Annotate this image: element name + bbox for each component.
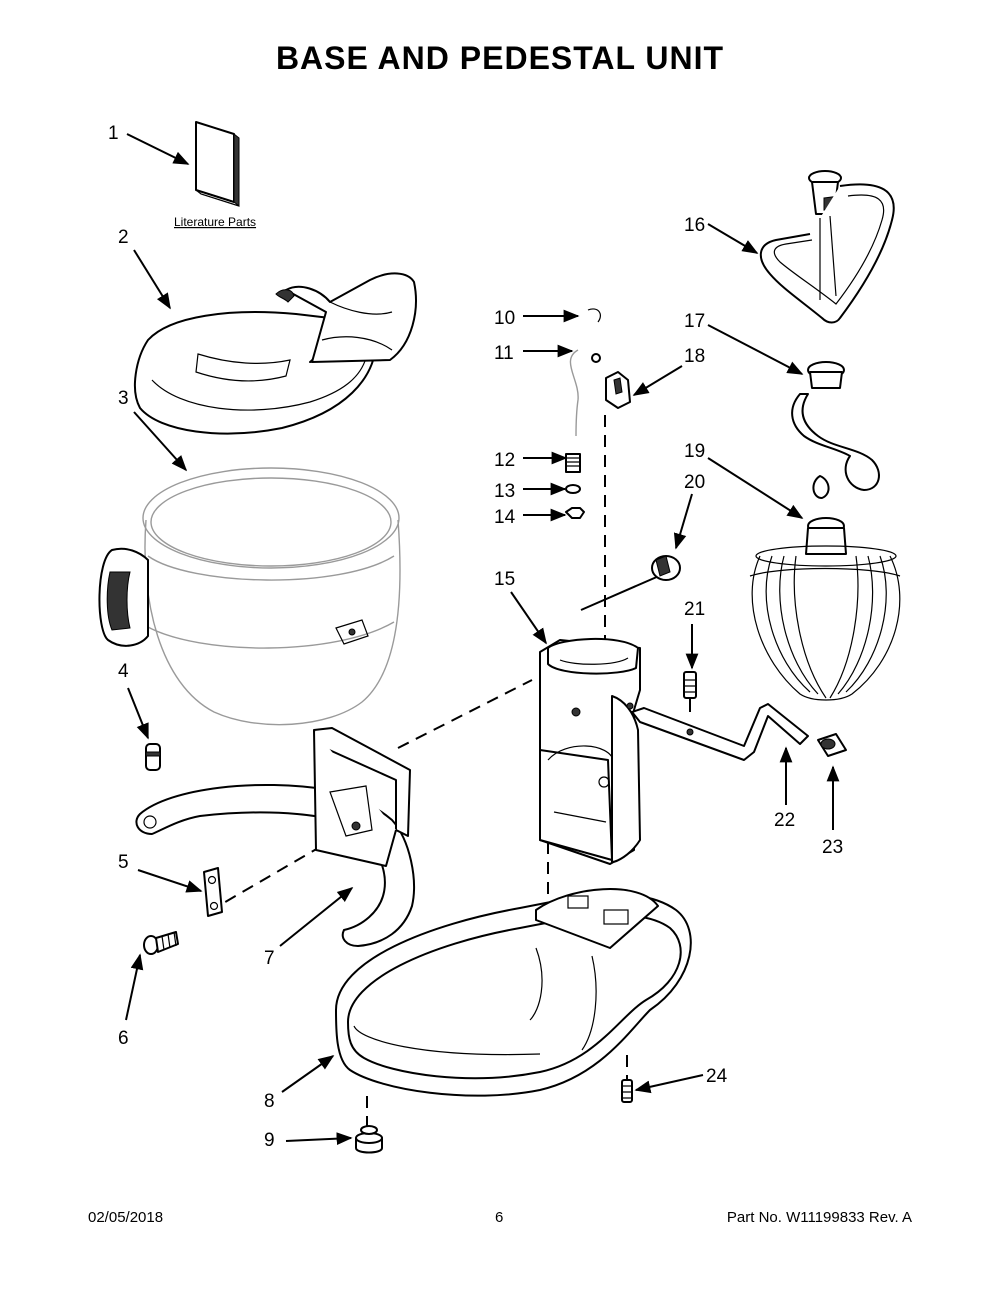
callout-11: 11 xyxy=(494,343,514,364)
pouring-shield xyxy=(133,272,417,435)
mixing-bowl xyxy=(98,467,401,726)
lock-lever xyxy=(605,371,631,409)
base-screw xyxy=(621,1079,633,1103)
callout-labels: 1 2 3 4 5 6 7 8 9 10 11 12 13 14 15 16 1… xyxy=(108,123,843,1151)
literature-booklet: Literature Parts xyxy=(174,121,256,229)
crank-handle-cap xyxy=(817,733,847,757)
rubber-foot xyxy=(355,1125,383,1154)
clamp-screw xyxy=(143,931,179,955)
mixer-base xyxy=(335,888,692,1097)
pedestal-column xyxy=(539,638,641,865)
callout-2: 2 xyxy=(118,227,129,248)
callout-20: 20 xyxy=(684,472,705,493)
callout-19: 19 xyxy=(684,441,705,462)
footer-part-number: Part No. W11199833 Rev. A xyxy=(726,1209,912,1226)
page-title: BASE AND PEDESTAL UNIT xyxy=(275,40,725,76)
callout-10: 10 xyxy=(494,308,515,329)
callout-1: 1 xyxy=(108,123,119,144)
callout-24: 24 xyxy=(706,1066,728,1087)
callout-8: 8 xyxy=(264,1091,275,1112)
lift-crank xyxy=(631,703,809,761)
callout-9: 9 xyxy=(264,1130,275,1151)
callout-4: 4 xyxy=(118,661,129,682)
wire-whip xyxy=(749,517,901,701)
leader-arrows xyxy=(125,133,840,1146)
flat-beater xyxy=(760,170,895,324)
dough-hook xyxy=(791,361,880,499)
callout-12: 12 xyxy=(494,450,515,471)
bowl-pin xyxy=(145,743,161,771)
callout-14: 14 xyxy=(494,507,516,528)
bowl-support-bracket xyxy=(135,727,415,947)
literature-parts-label: Literature Parts xyxy=(174,215,256,229)
callout-7: 7 xyxy=(264,948,275,969)
callout-22: 22 xyxy=(774,810,795,831)
callout-6: 6 xyxy=(118,1028,129,1049)
callout-15: 15 xyxy=(494,569,515,590)
lock-lever-assembly xyxy=(565,308,601,519)
callout-23: 23 xyxy=(822,837,843,858)
callout-5: 5 xyxy=(118,852,129,873)
callout-17: 17 xyxy=(684,311,705,332)
callout-18: 18 xyxy=(684,346,705,367)
crank-screw xyxy=(683,671,697,699)
clamp-plate xyxy=(203,867,223,917)
callout-21: 21 xyxy=(684,599,705,620)
footer-date: 02/05/2018 xyxy=(88,1209,164,1226)
callout-3: 3 xyxy=(118,388,129,409)
footer-page-number: 6 xyxy=(495,1209,504,1226)
speed-knob xyxy=(651,555,681,581)
callout-16: 16 xyxy=(684,215,705,236)
callout-13: 13 xyxy=(494,481,515,502)
